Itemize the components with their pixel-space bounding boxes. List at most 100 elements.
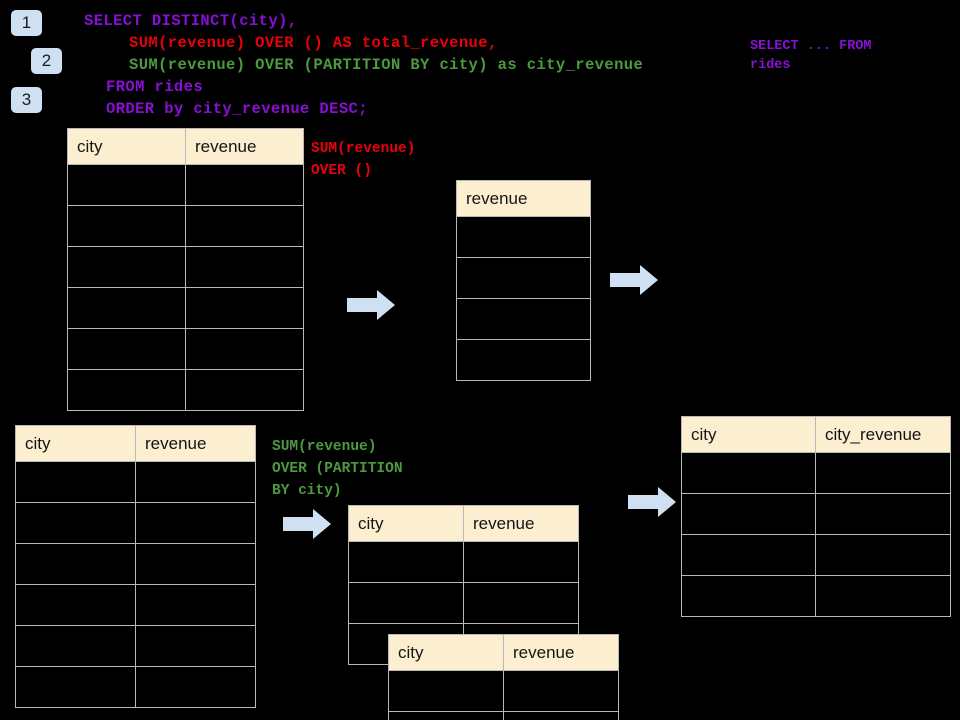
cell-city xyxy=(15,461,136,503)
column-header-city: city xyxy=(67,128,186,165)
cell-revenue xyxy=(456,339,591,381)
cell-city xyxy=(15,584,136,626)
cell-city xyxy=(15,625,136,667)
cell-revenue xyxy=(135,543,256,585)
cell-revenue xyxy=(135,625,256,667)
cell-revenue xyxy=(135,502,256,544)
cell-city xyxy=(15,543,136,585)
cell-revenue xyxy=(503,711,619,720)
column-header-city: city xyxy=(388,634,504,671)
cell-city xyxy=(15,666,136,708)
step-badge-3: 3 xyxy=(11,87,42,113)
table-row xyxy=(67,246,304,288)
cell-city-revenue xyxy=(815,493,951,535)
cell-revenue xyxy=(185,246,304,288)
cell-revenue xyxy=(185,369,304,411)
annotation-total-revenue: SUM(revenue) OVER () xyxy=(311,141,416,179)
sql-line-order-by: ORDER by city_revenue DESC; xyxy=(106,100,368,118)
cell-revenue xyxy=(135,666,256,708)
table-row xyxy=(67,287,304,329)
table-row xyxy=(67,205,304,247)
arrow-bottom-right-icon xyxy=(628,487,676,517)
cell-revenue xyxy=(135,461,256,503)
cell-revenue xyxy=(185,164,304,206)
table-row xyxy=(456,257,591,299)
table-row xyxy=(456,298,591,340)
annotation-select-from-rides: SELECT ... FROM rides xyxy=(750,39,872,73)
column-header-revenue: revenue xyxy=(503,634,619,671)
table-row xyxy=(15,461,256,503)
cell-revenue xyxy=(456,298,591,340)
table-source-bottom: city revenue xyxy=(15,425,256,708)
cell-city xyxy=(388,670,504,712)
cell-revenue xyxy=(503,670,619,712)
column-header-city: city xyxy=(15,425,136,462)
table-header-row: city revenue xyxy=(348,505,579,542)
table-row xyxy=(15,543,256,585)
cell-city xyxy=(67,246,186,288)
arrow-bottom-left-icon xyxy=(283,509,331,539)
cell-revenue xyxy=(185,205,304,247)
table-row xyxy=(348,582,579,624)
table-row xyxy=(681,534,951,576)
table-row xyxy=(15,666,256,708)
cell-city xyxy=(67,328,186,370)
cell-city-revenue xyxy=(815,534,951,576)
cell-city xyxy=(348,541,464,583)
step-badge-1: 1 xyxy=(11,10,42,36)
column-header-revenue: revenue xyxy=(135,425,256,462)
cell-city-revenue xyxy=(815,452,951,494)
table-row xyxy=(388,711,619,720)
table-row xyxy=(67,328,304,370)
table-total-revenue: revenue xyxy=(456,180,591,381)
cell-city xyxy=(67,164,186,206)
cell-city xyxy=(388,711,504,720)
table-result: city city_revenue xyxy=(681,416,951,617)
table-row xyxy=(681,493,951,535)
table-row xyxy=(681,452,951,494)
arrow-top-right-icon xyxy=(610,265,658,295)
table-row xyxy=(67,369,304,411)
table-header-row: city city_revenue xyxy=(681,416,951,453)
cell-city xyxy=(348,582,464,624)
sql-line-total-revenue: SUM(revenue) OVER () AS total_revenue, xyxy=(129,34,498,52)
cell-city xyxy=(681,452,816,494)
cell-revenue xyxy=(456,257,591,299)
arrow-top-left-icon xyxy=(347,290,395,320)
table-row xyxy=(456,339,591,381)
sql-line-from-rides: FROM rides xyxy=(106,78,204,96)
cell-city-revenue xyxy=(815,575,951,617)
table-row xyxy=(67,164,304,206)
cell-revenue xyxy=(185,328,304,370)
table-row xyxy=(456,216,591,258)
column-header-revenue: revenue xyxy=(185,128,304,165)
cell-city xyxy=(681,493,816,535)
table-header-row: city revenue xyxy=(388,634,619,671)
table-header-row: city revenue xyxy=(15,425,256,462)
table-row xyxy=(15,625,256,667)
cell-revenue xyxy=(185,287,304,329)
step-badge-2: 2 xyxy=(31,48,62,74)
cell-revenue xyxy=(463,541,579,583)
cell-revenue xyxy=(456,216,591,258)
annotation-city-revenue: SUM(revenue) OVER (PARTITION BY city) xyxy=(272,439,403,499)
column-header-city-revenue: city_revenue xyxy=(815,416,951,453)
table-row xyxy=(15,502,256,544)
table-row xyxy=(348,541,579,583)
table-row xyxy=(388,670,619,712)
table-row xyxy=(15,584,256,626)
cell-revenue xyxy=(463,582,579,624)
sql-line-city-revenue: SUM(revenue) OVER (PARTITION BY city) as… xyxy=(129,56,644,74)
column-header-revenue: revenue xyxy=(456,180,591,217)
table-source-top: city revenue xyxy=(67,128,304,411)
cell-city xyxy=(15,502,136,544)
cell-city xyxy=(67,369,186,411)
cell-city xyxy=(681,534,816,576)
column-header-city: city xyxy=(348,505,464,542)
cell-city xyxy=(67,205,186,247)
table-header-row: revenue xyxy=(456,180,591,217)
cell-revenue xyxy=(135,584,256,626)
cell-city xyxy=(681,575,816,617)
column-header-city: city xyxy=(681,416,816,453)
column-header-revenue: revenue xyxy=(463,505,579,542)
